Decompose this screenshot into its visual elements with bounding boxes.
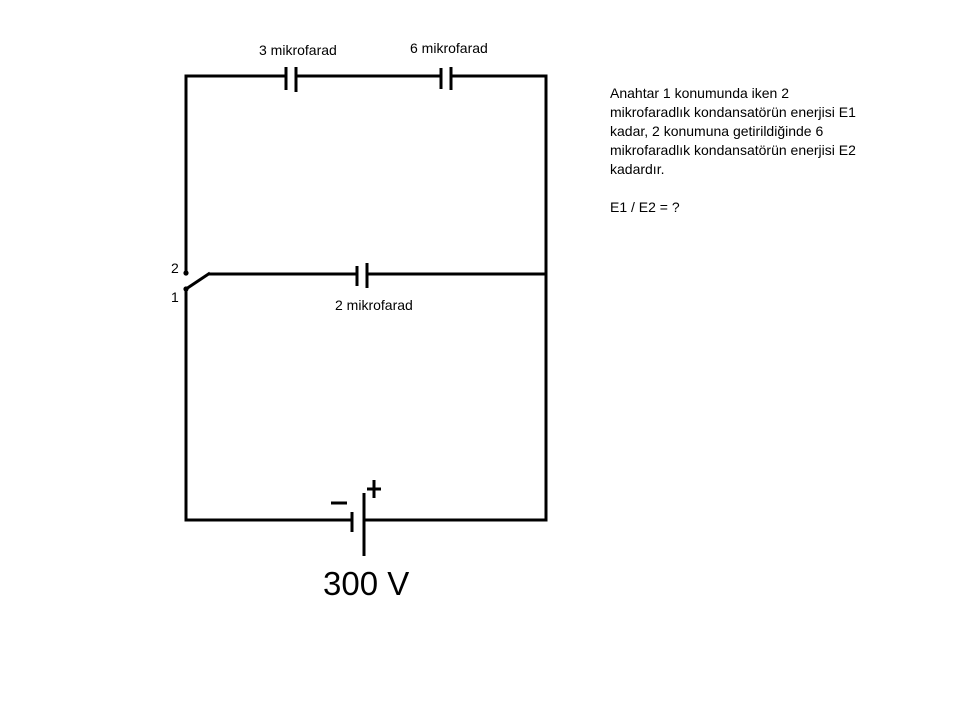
question-line-2: mikrofaradlık kondansatörün enerjisi E1: [610, 104, 856, 120]
question-text: Anahtar 1 konumunda iken 2 mikrofaradlık…: [610, 84, 910, 217]
switch-blade[interactable]: [185, 271, 211, 291]
capacitor-6uf-symbol: [439, 67, 453, 90]
question-line-5: kadardır.: [610, 161, 665, 177]
question-line-1: Anahtar 1 konumunda iken 2: [610, 85, 790, 101]
question-ask: E1 / E2 = ?: [610, 199, 680, 215]
switch-contact-2[interactable]: [183, 270, 189, 276]
capacitor-3uf-label: 3 mikrofarad: [259, 42, 337, 58]
switch-position-2-label: 2: [171, 260, 179, 276]
capacitor-2uf-symbol: [355, 263, 369, 288]
switch-contact-1[interactable]: [183, 286, 189, 292]
question-line-3: kadar, 2 konumuna getirildiğinde 6: [610, 123, 824, 139]
capacitor-3uf-symbol: [284, 67, 298, 92]
capacitor-6uf-label: 6 mikrofarad: [410, 40, 488, 56]
capacitor-2uf-label: 2 mikrofarad: [335, 297, 413, 313]
battery-symbol: [350, 493, 366, 556]
switch-position-1-label: 1: [171, 289, 179, 305]
battery-plus-sign: [367, 480, 381, 498]
question-line-4: mikrofaradlık kondansatörün enerjisi E2: [610, 142, 856, 158]
battery-voltage-label: 300 V: [323, 565, 410, 602]
